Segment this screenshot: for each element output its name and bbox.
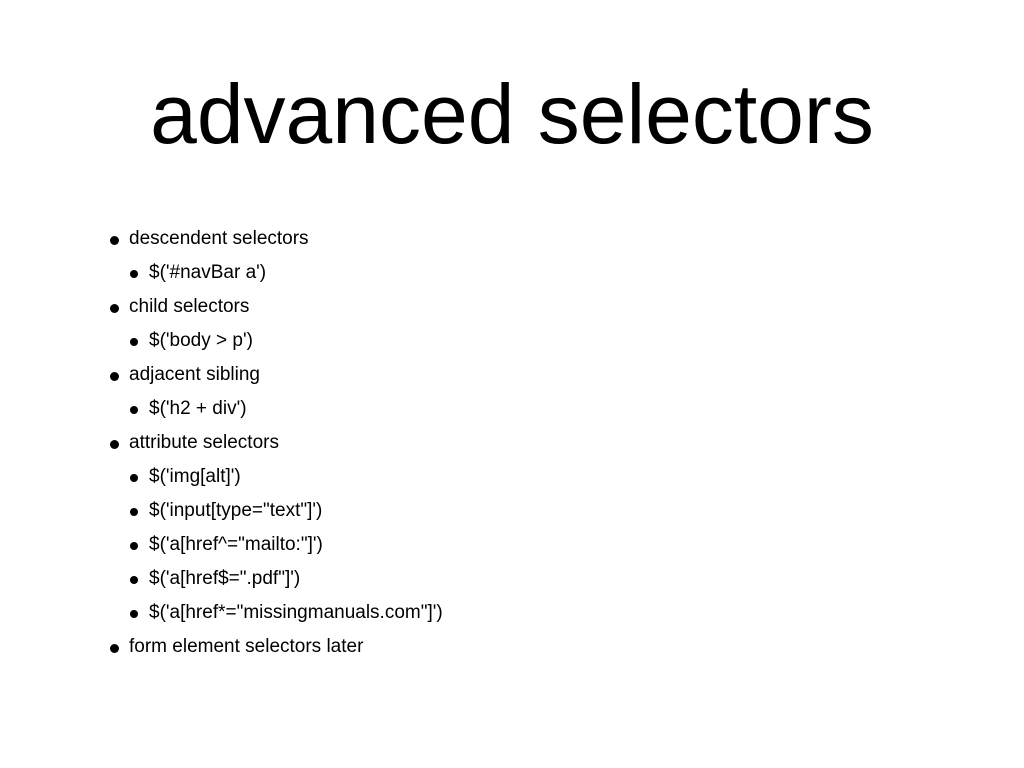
list-item: $('a[href^="mailto:"]') <box>108 528 928 562</box>
bullet-text: $('a[href$=".pdf"]') <box>149 568 301 589</box>
bullet-icon <box>110 440 119 449</box>
list-item: form element selectors later <box>108 630 928 664</box>
list-item: adjacent sibling <box>108 358 928 392</box>
bullet-text: form element selectors later <box>129 636 364 657</box>
bullet-text: descendent selectors <box>129 228 309 249</box>
bullet-text: attribute selectors <box>129 432 279 453</box>
slide-title: advanced selectors <box>150 67 874 161</box>
bullet-icon <box>130 474 138 482</box>
bullet-icon <box>110 304 119 313</box>
list-item: $('body > p') <box>108 324 928 358</box>
bullet-icon <box>130 270 138 278</box>
bullet-text: $('body > p') <box>149 330 253 351</box>
bullet-text: $('a[href^="mailto:"]') <box>149 534 323 555</box>
list-item: attribute selectors <box>108 426 928 460</box>
list-item: $('h2 + div') <box>108 392 928 426</box>
list-item: $('input[type="text"]') <box>108 494 928 528</box>
bullet-text: $('h2 + div') <box>149 398 247 419</box>
bullet-icon <box>130 338 138 346</box>
list-item: child selectors <box>108 290 928 324</box>
bullet-text: child selectors <box>129 296 250 317</box>
bullet-icon <box>130 508 138 516</box>
list-item: $('#navBar a') <box>108 256 928 290</box>
bullet-icon <box>130 406 138 414</box>
bullet-icon <box>130 610 138 618</box>
bullet-icon <box>110 236 119 245</box>
bullet-icon <box>110 372 119 381</box>
list-item: $('img[alt]') <box>108 460 928 494</box>
bullet-text: adjacent sibling <box>129 364 260 385</box>
bullet-icon <box>130 576 138 584</box>
list-item: $('a[href*="missingmanuals.com"]') <box>108 596 928 630</box>
bullet-text: $('input[type="text"]') <box>149 500 323 521</box>
bullet-text: $('#navBar a') <box>149 262 267 283</box>
bullet-text: $('a[href*="missingmanuals.com"]') <box>149 602 443 623</box>
bullet-list: descendent selectors $('#navBar a') chil… <box>108 222 928 664</box>
bullet-icon <box>110 644 119 653</box>
bullet-icon <box>130 542 138 550</box>
list-item: descendent selectors <box>108 222 928 256</box>
list-item: $('a[href$=".pdf"]') <box>108 562 928 596</box>
bullet-text: $('img[alt]') <box>149 466 241 487</box>
